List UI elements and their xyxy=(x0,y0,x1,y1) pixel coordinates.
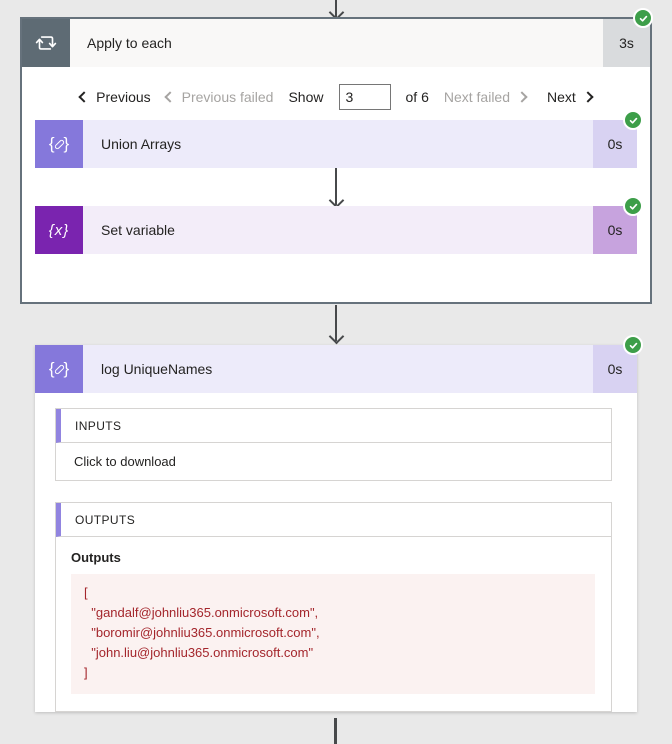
outputs-section-body: Outputs [ "gandalf@johnliu365.onmicrosof… xyxy=(56,537,611,711)
card-body: INPUTS Click to download OUTPUTS Outputs… xyxy=(35,393,637,712)
outputs-section-header: OUTPUTS xyxy=(56,503,611,537)
success-check-icon xyxy=(623,335,643,355)
inputs-section: INPUTS Click to download xyxy=(55,408,612,481)
next-label: Next xyxy=(547,89,576,105)
apply-to-each-header[interactable]: Apply to each 3s xyxy=(22,19,650,67)
outputs-code-block: [ "gandalf@johnliu365.onmicrosoft.com", … xyxy=(71,574,595,694)
show-label: Show xyxy=(288,89,324,105)
next-button[interactable]: Next xyxy=(547,89,594,105)
inputs-download-link[interactable]: Click to download xyxy=(74,454,176,469)
previous-failed-button: Previous failed xyxy=(163,89,274,105)
previous-label: Previous xyxy=(96,89,151,105)
apply-to-each-loop-icon xyxy=(22,19,70,67)
log-uniquenames-header[interactable]: {} log UniqueNames 0s xyxy=(35,335,643,393)
chevron-left-icon xyxy=(78,91,90,103)
connector-line xyxy=(335,168,337,205)
iteration-pagination: Previous Previous failed Show of 6 Next … xyxy=(22,79,650,115)
connector-line xyxy=(335,305,337,341)
connector-arrow-top xyxy=(325,0,347,21)
scope-title[interactable]: Apply to each xyxy=(70,19,603,67)
action-title: Union Arrays xyxy=(83,120,593,168)
chevron-right-icon xyxy=(582,91,594,103)
card-title: log UniqueNames xyxy=(83,345,593,393)
success-check-icon xyxy=(633,8,653,28)
compose-data-operation-icon: {} xyxy=(35,345,83,393)
inputs-section-header: INPUTS xyxy=(56,409,611,443)
connector-line xyxy=(335,0,337,17)
previous-button[interactable]: Previous xyxy=(78,89,151,105)
arrow-down-icon xyxy=(328,328,344,345)
iteration-index-input[interactable] xyxy=(338,84,391,110)
apply-to-each-scope: Apply to each 3s Previous Previous faile… xyxy=(20,8,653,304)
outputs-label: Outputs xyxy=(71,550,121,565)
previous-failed-label: Previous failed xyxy=(181,89,274,105)
of-total-label: of 6 xyxy=(405,89,429,105)
card-duration-badge: 0s xyxy=(593,345,637,393)
chevron-right-icon xyxy=(516,91,528,103)
log-uniquenames-card: {} log UniqueNames 0s INPUTS Click to do… xyxy=(35,335,643,712)
chevron-left-icon xyxy=(163,91,176,103)
connector-arrow-middle xyxy=(325,305,347,345)
action-title: Set variable xyxy=(83,206,593,254)
connector-arrow xyxy=(22,168,650,209)
connector-line-bottom xyxy=(334,718,337,744)
compose-data-operation-icon: {} xyxy=(35,120,83,168)
next-failed-label: Next failed xyxy=(443,89,511,105)
outputs-section: OUTPUTS Outputs [ "gandalf@johnliu365.on… xyxy=(55,502,612,712)
success-check-icon xyxy=(623,110,643,130)
next-failed-button: Next failed xyxy=(443,89,528,105)
action-union-arrays[interactable]: {} Union Arrays 0s xyxy=(35,110,643,168)
set-variable-icon: {x} xyxy=(35,206,83,254)
success-check-icon xyxy=(623,196,643,216)
action-set-variable[interactable]: {x} Set variable 0s xyxy=(35,196,643,254)
